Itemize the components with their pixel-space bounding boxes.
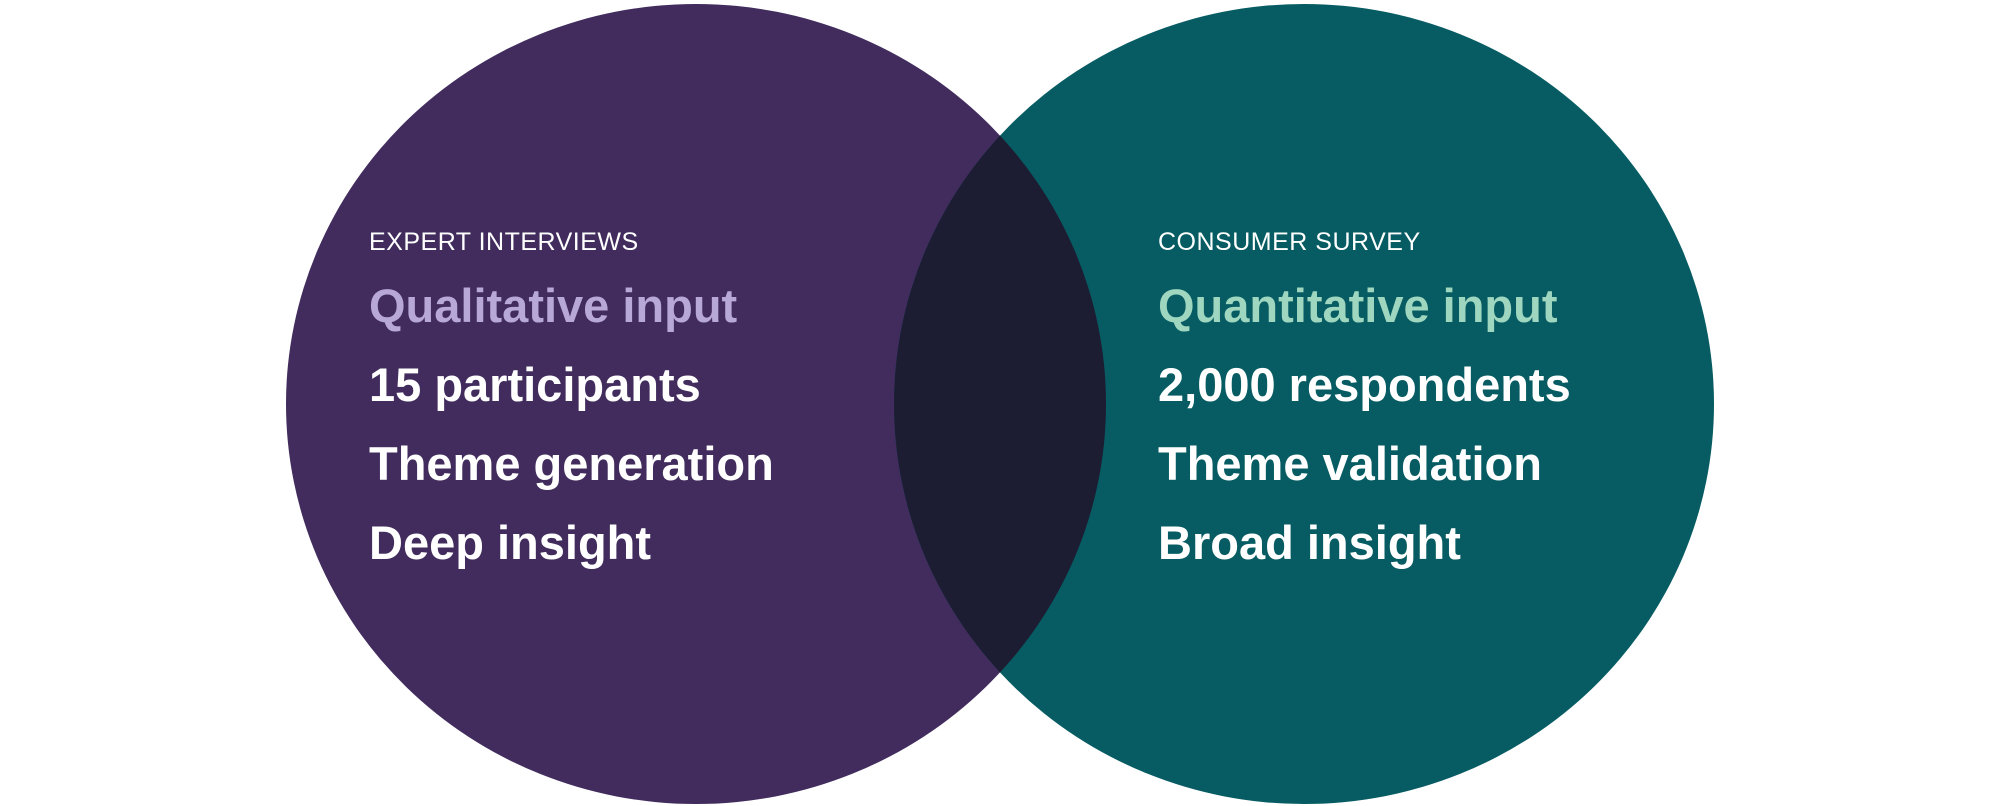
consumer-survey-block: CONSUMER SURVEY Quantitative input 2,000… [1158,228,1678,596]
left-item: 15 participants [369,358,701,411]
right-item: 2,000 respondents [1158,358,1571,411]
left-item: Theme generation [369,437,774,490]
right-item: Broad insight [1158,516,1461,569]
expert-interviews-block: EXPERT INTERVIEWS Qualitative input 15 p… [369,228,889,596]
consumer-survey-label: CONSUMER SURVEY [1158,228,1421,256]
qualitative-input-heading: Qualitative input [369,279,738,332]
expert-interviews-label: EXPERT INTERVIEWS [369,228,639,256]
quantitative-input-heading: Quantitative input [1158,279,1558,332]
left-item: Deep insight [369,516,652,569]
consumer-survey-circle [894,4,1714,804]
expert-interviews-circle [286,4,1106,804]
right-item: Theme validation [1158,437,1542,490]
